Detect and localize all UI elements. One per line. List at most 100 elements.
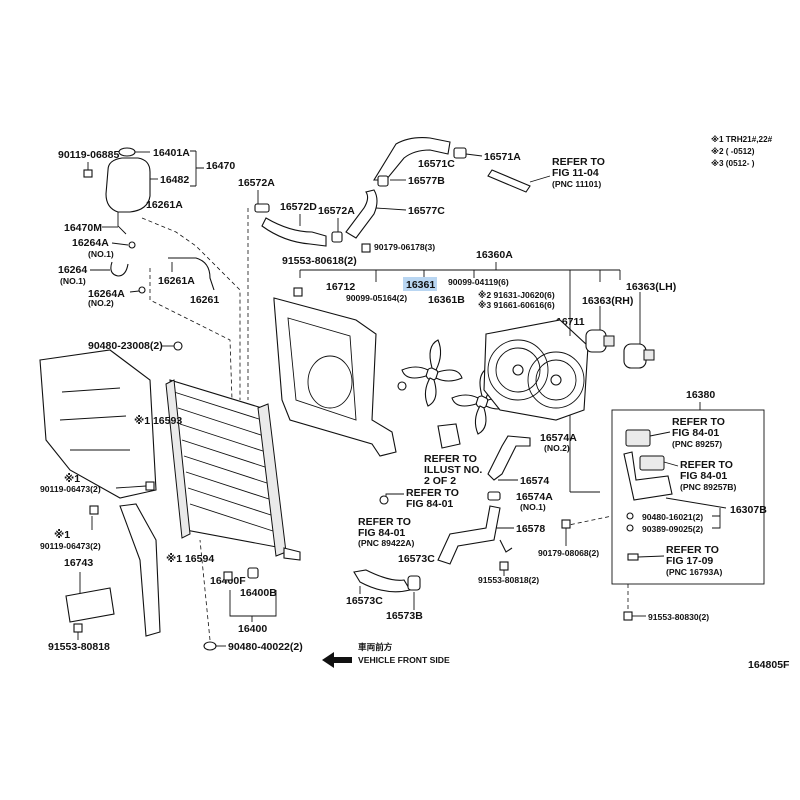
label-16363-rh[interactable]: 16363(RH) <box>582 295 633 307</box>
side-seal-icon <box>39 349 157 499</box>
label-91661[interactable]: ※3 91661-60616(6) <box>478 300 555 310</box>
refer-16793-line2[interactable]: FIG 17-09 <box>666 555 713 567</box>
label-16482[interactable]: 16482 <box>160 174 189 186</box>
figure-id: 164805F <box>748 659 790 671</box>
vehicle-front-indicator: 車両前方 VEHICLE FRONT SIDE <box>322 641 450 668</box>
refer-89257-line2[interactable]: FIG 84-01 <box>672 427 719 439</box>
cap-icon <box>118 147 136 157</box>
label-16470M[interactable]: 16470M <box>64 222 102 234</box>
refer-89257B-line3[interactable]: (PNC 89257B) <box>680 482 736 492</box>
label-16360A[interactable]: 16360A <box>476 249 513 261</box>
label-16571A[interactable]: 16571A <box>484 151 521 163</box>
label-16572A-b[interactable]: 16572A <box>318 205 355 217</box>
label-16380[interactable]: 16380 <box>686 389 715 401</box>
label-90119-06473-b[interactable]: 90119-06473(2) <box>40 541 101 551</box>
label-90099-05164[interactable]: 90099-05164(2) <box>346 293 407 303</box>
note-1: ※1 TRH21#,22# <box>711 134 773 144</box>
refer-11-04-line2[interactable]: FIG 11-04 <box>552 167 599 179</box>
label-16400B[interactable]: 16400B <box>240 587 277 599</box>
drain-cock-icon <box>437 423 461 449</box>
label-90480-40022[interactable]: 90480-40022(2) <box>228 641 303 653</box>
label-16401A[interactable]: 16401A <box>153 147 190 159</box>
label-90119-06473-a-note: ※1 <box>64 473 80 485</box>
label-90179-06178[interactable]: 90179-06178(3) <box>374 242 435 252</box>
refer-84-01-c-line1[interactable]: REFER TO <box>406 487 459 499</box>
refer-89257B-line1[interactable]: REFER TO <box>680 459 733 471</box>
fan-shroud-icon <box>273 297 397 457</box>
label-16571C[interactable]: 16571C <box>418 158 455 170</box>
refer-89257-line1[interactable]: REFER TO <box>672 416 725 428</box>
label-16572D[interactable]: 16572D <box>280 201 317 213</box>
label-16264[interactable]: 16264 <box>58 264 87 276</box>
upper-hose-icon <box>373 137 451 181</box>
label-no1-b: (NO.1) <box>60 276 86 286</box>
detail-box <box>611 409 765 585</box>
refer-89422-line3[interactable]: (PNC 89422A) <box>358 538 414 548</box>
label-16261[interactable]: 16261 <box>190 294 219 306</box>
bolt-icon <box>83 169 93 178</box>
label-16574A-no2[interactable]: 16574A <box>540 432 577 444</box>
label-90179-08068[interactable]: 90179-08068(2) <box>538 548 599 558</box>
refer-89257B-line2[interactable]: FIG 84-01 <box>680 470 727 482</box>
refer-11-04-line1[interactable]: REFER TO <box>552 156 605 168</box>
radiator-group: 90480-23008(2) 16400F 16400B 16400 90480… <box>88 340 303 653</box>
label-16363-lh[interactable]: 16363(LH) <box>626 281 676 293</box>
label-16572A-a[interactable]: 16572A <box>238 177 275 189</box>
label-16573C-right[interactable]: 16573C <box>398 553 435 565</box>
label-16577B[interactable]: 16577B <box>408 175 445 187</box>
refer-illust-line2[interactable]: ILLUST NO. <box>424 464 482 476</box>
label-16261A-mid[interactable]: 16261A <box>158 275 195 287</box>
label-90480-23008[interactable]: 90480-23008(2) <box>88 340 163 352</box>
fan-controller-group: 16380 REFER TO FIG 84-01 (PNC 89257) REF… <box>538 389 767 622</box>
label-16264A-no2[interactable]: 16264A <box>88 288 125 300</box>
label-90119-06885[interactable]: 90119-06885 <box>58 149 119 161</box>
label-16264A-no1[interactable]: 16264A <box>72 237 109 249</box>
relay-2-icon <box>639 455 665 471</box>
label-91631[interactable]: ※2 91631-J0620(6) <box>478 290 555 300</box>
label-90099-04119[interactable]: 90099-04119(6) <box>448 277 509 287</box>
label-16712[interactable]: 16712 <box>326 281 355 293</box>
refer-11-04-line3[interactable]: (PNC 11101) <box>552 179 601 189</box>
label-16400[interactable]: 16400 <box>238 623 267 635</box>
label-91553-80818-left[interactable]: 91553-80818 <box>48 641 110 653</box>
label-90119-06473-a[interactable]: 90119-06473(2) <box>40 484 101 494</box>
label-16470[interactable]: 16470 <box>206 160 235 172</box>
refer-16793-line1[interactable]: REFER TO <box>666 544 719 556</box>
label-16574A-no1[interactable]: 16574A <box>516 491 553 503</box>
label-16573C-left[interactable]: 16573C <box>346 595 383 607</box>
label-16361B[interactable]: 16361B <box>428 294 465 306</box>
note-2: ※2 ( -0512) <box>711 146 755 156</box>
label-16578[interactable]: 16578 <box>516 523 545 535</box>
label-16574[interactable]: 16574 <box>520 475 549 487</box>
refer-89257-line3[interactable]: (PNC 89257) <box>672 439 722 449</box>
refer-84-01-c-line2[interactable]: FIG 84-01 <box>406 498 453 510</box>
cooler-hose-icon <box>487 435 531 481</box>
label-91553-80830[interactable]: 91553-80830(2) <box>648 612 709 622</box>
label-16307B[interactable]: 16307B <box>730 504 767 516</box>
label-16593-note[interactable]: ※1 16593 <box>134 415 182 427</box>
label-16743[interactable]: 16743 <box>64 557 93 569</box>
label-90389-09025[interactable]: 90389-09025(2) <box>642 524 703 534</box>
label-91553-80618[interactable]: 91553-80618(2) <box>282 255 357 267</box>
label-16261A-top[interactable]: 16261A <box>146 199 183 211</box>
label-16594-note[interactable]: ※1 16594 <box>166 553 214 565</box>
label-91553-80818-center[interactable]: 91553-80818(2) <box>478 575 539 585</box>
refer-89422-line2[interactable]: FIG 84-01 <box>358 527 405 539</box>
refer-16793-line3[interactable]: (PNC 16793A) <box>666 567 722 577</box>
arrow-left-icon <box>322 652 352 668</box>
cooler-pipe-icon <box>437 505 501 565</box>
reservoir-tank-icon <box>105 157 151 213</box>
label-16573B[interactable]: 16573B <box>386 610 423 622</box>
label-90119-06473-b-note: ※1 <box>54 529 70 541</box>
label-16577C[interactable]: 16577C <box>408 205 445 217</box>
label-16361[interactable]: 16361 <box>406 279 435 291</box>
label-90480-16021[interactable]: 90480-16021(2) <box>642 512 703 522</box>
label-16400F[interactable]: 16400F <box>210 575 246 587</box>
refer-illust-line1[interactable]: REFER TO <box>424 453 477 465</box>
refer-illust-line3[interactable]: 2 OF 2 <box>424 475 456 487</box>
side-seal-2-icon <box>119 503 161 637</box>
refer-89422-line1[interactable]: REFER TO <box>358 516 411 528</box>
note-3: ※3 (0512- ) <box>711 158 755 168</box>
bracket-icon <box>65 587 115 623</box>
